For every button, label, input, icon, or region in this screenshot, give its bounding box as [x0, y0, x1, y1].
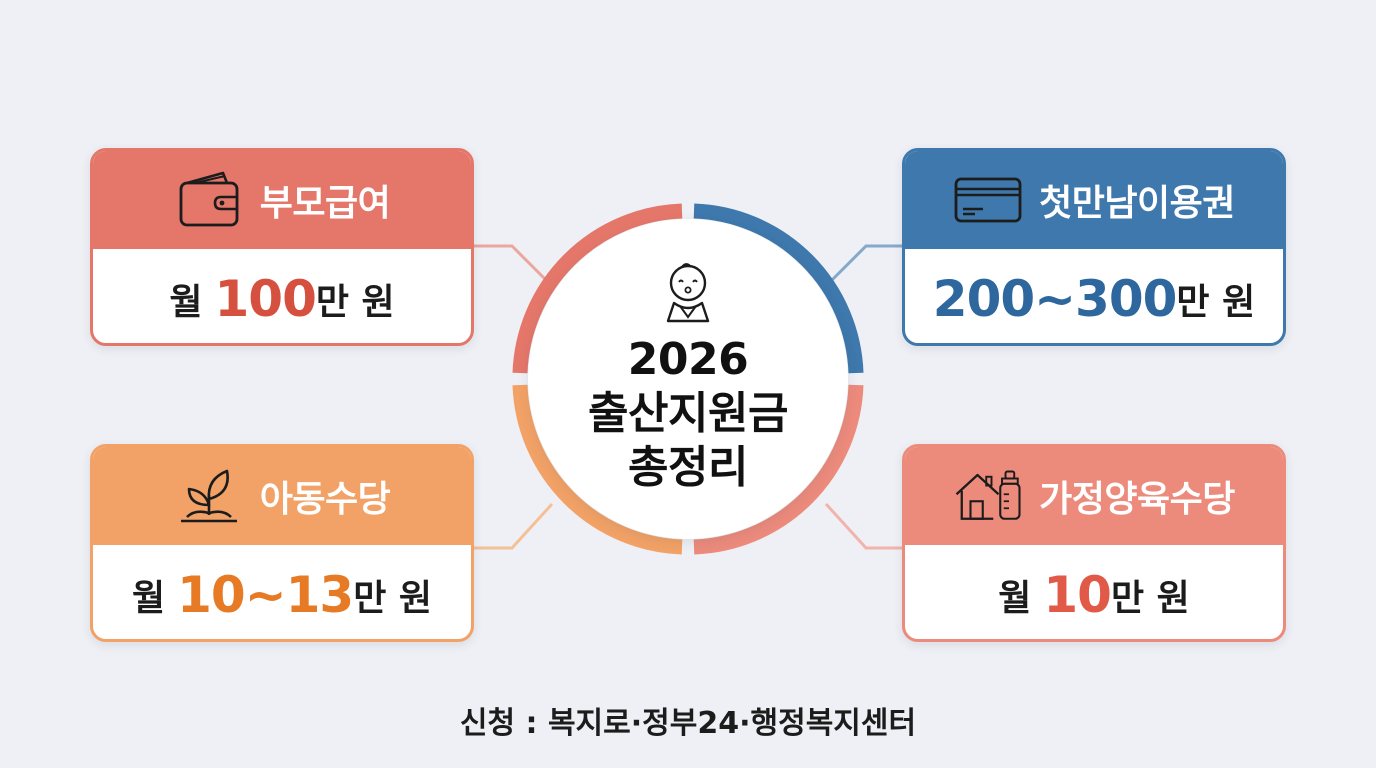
center-title-line2: 총정리	[628, 442, 748, 493]
center-ring	[512, 203, 864, 555]
card-home-care-title: 가정양육수당	[1039, 479, 1235, 520]
amount-prefix: 월	[132, 578, 166, 619]
ring-segment-bottom-right	[693, 384, 864, 555]
house-bottle-icon	[953, 463, 1023, 529]
center-year: 2026	[627, 334, 749, 385]
card-first-meet-header: 첫만남이용권	[905, 151, 1283, 249]
card-child-allowance-title: 아동수당	[259, 479, 391, 520]
ring-segment-top-right	[693, 203, 864, 374]
amount-value: 10	[1043, 566, 1112, 624]
connector-top-left	[474, 244, 550, 284]
connector-top-right	[828, 244, 902, 284]
sprout-icon	[174, 463, 244, 529]
amount-value: 200~300	[932, 270, 1178, 328]
ring-segment-bottom-left	[512, 384, 683, 555]
amount-unit: 만 원	[1176, 282, 1256, 323]
card-icon	[953, 167, 1023, 233]
center-hub: 2026 출산지원금 총정리	[512, 203, 864, 555]
card-first-meet-title: 첫만남이용권	[1039, 183, 1235, 224]
baby-icon	[666, 263, 710, 323]
amount-prefix: 월	[998, 578, 1032, 619]
amount-value: 100	[214, 270, 316, 328]
amount-unit: 만 원	[353, 578, 432, 619]
footer-note: 신청 : 복지로·정부24·행정복지센터	[459, 706, 917, 741]
center-title: 2026 출산지원금 총정리	[588, 333, 788, 495]
amount-prefix: 월	[169, 282, 203, 323]
ring-segment-top-left	[512, 203, 683, 374]
amount-unit: 만 원	[315, 282, 395, 323]
connector-bottom-right	[824, 502, 902, 550]
card-parent-pay-header: 부모급여	[93, 151, 471, 249]
amount-unit: 만 원	[1110, 578, 1190, 619]
wallet-icon	[174, 167, 244, 233]
card-child-allowance-header: 아동수당	[93, 447, 471, 545]
center-title-line1: 출산지원금	[588, 388, 788, 439]
card-parent-pay-title: 부모급여	[259, 183, 391, 224]
connector-bottom-left	[474, 502, 554, 550]
card-home-care-header: 가정양육수당	[905, 447, 1283, 545]
center-circle: 2026 출산지원금 총정리	[530, 221, 846, 537]
amount-value: 10~13	[177, 566, 354, 624]
